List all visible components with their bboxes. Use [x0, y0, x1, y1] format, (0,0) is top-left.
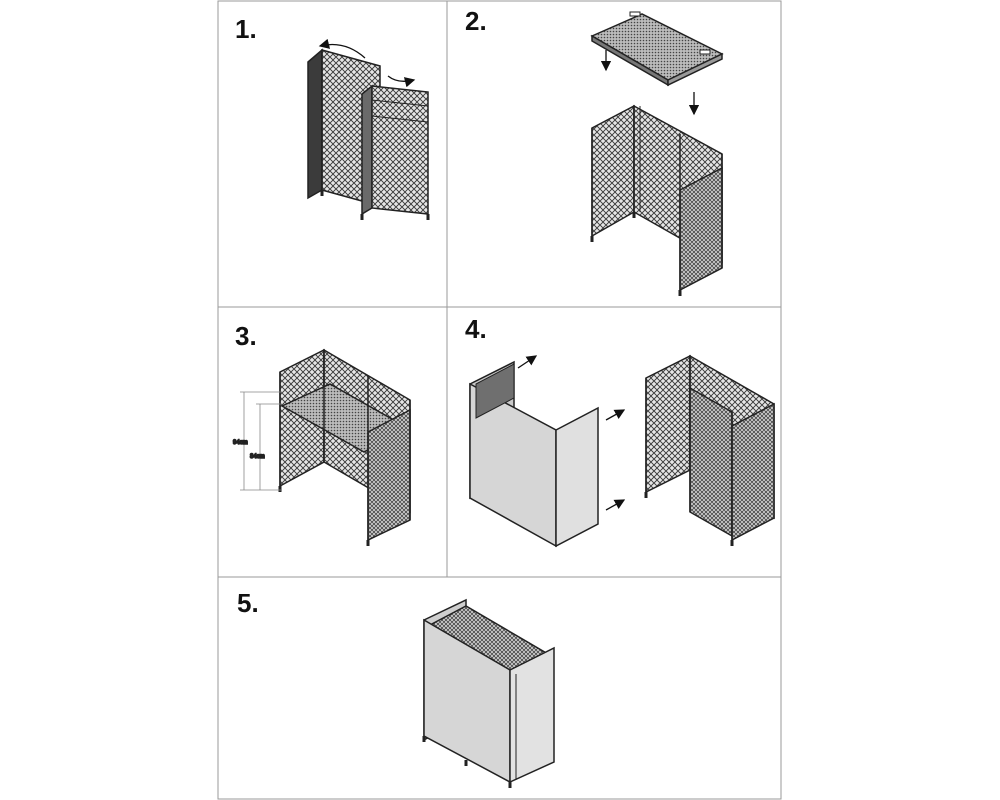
- step-3-dimension-lines: [240, 391, 282, 491]
- step-1-illustration: [307, 38, 430, 220]
- step-5-illustration: [422, 598, 555, 788]
- step-5-number: 5.: [237, 588, 259, 618]
- step-4-cover-front: [555, 406, 599, 548]
- step-1-arrow-right: [387, 75, 416, 88]
- step-2-number: 2.: [465, 6, 487, 36]
- step-5-cover-front: [509, 646, 555, 784]
- step-4-arrow-mid: [605, 409, 626, 421]
- panel-grid: [217, 0, 782, 800]
- step-4-arrow-top: [517, 355, 538, 369]
- step-2-illustration: [590, 11, 724, 296]
- step-4-number: 4.: [465, 314, 487, 344]
- step-3-outer-height: 94cm: [233, 440, 248, 446]
- step-1-arrow-left: [318, 38, 366, 59]
- step-1-right-panel: [361, 84, 373, 216]
- step-3-number: 3.: [235, 321, 257, 351]
- step-3-illustration: 94cm 84cm: [232, 348, 411, 546]
- step-2-side-panel: [679, 166, 723, 292]
- step-3-inner-height: 84cm: [250, 454, 265, 460]
- step-4-arrow-bottom: [605, 499, 626, 511]
- step-4-illustration: [469, 354, 775, 548]
- step-1-number: 1.: [235, 14, 257, 44]
- step-1-left-panel: [307, 48, 323, 200]
